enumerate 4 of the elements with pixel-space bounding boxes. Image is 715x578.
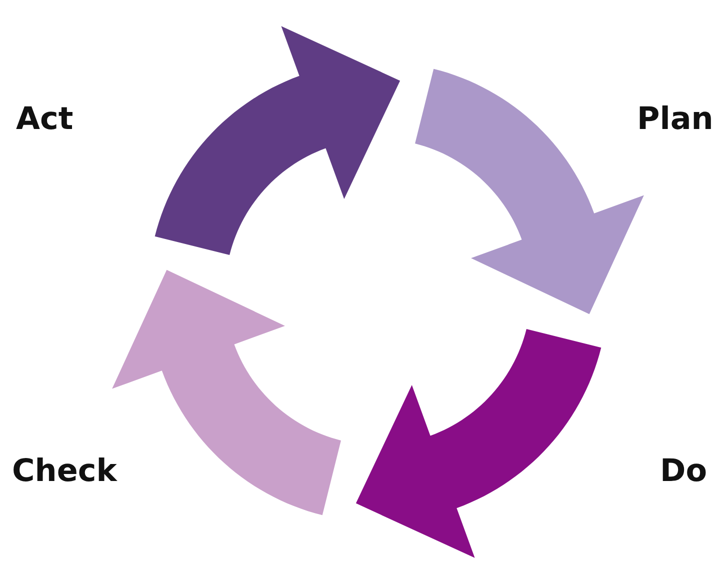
stage-label: Do	[660, 456, 708, 487]
stage-label: Check	[12, 456, 117, 487]
stage-label: Plan	[637, 104, 714, 135]
stage-label: Act	[16, 104, 74, 135]
